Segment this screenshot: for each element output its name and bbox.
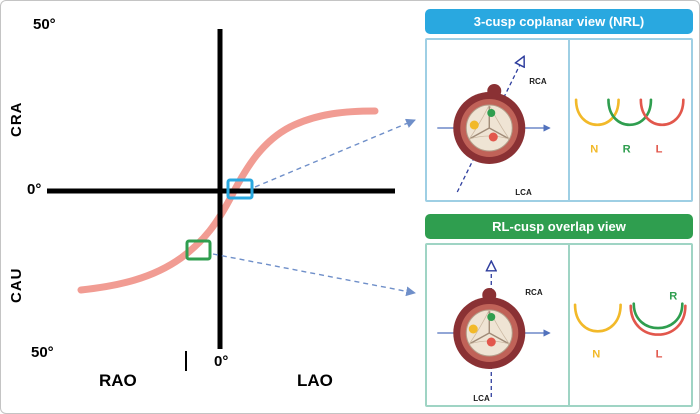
r-cusp-curve — [631, 302, 684, 330]
r-cusp-letter: R — [669, 291, 677, 303]
overlap-panel-body: RCA LCA N R L — [425, 243, 693, 407]
r-cusp-letter: R — [622, 143, 630, 155]
l-cusp-curve — [628, 304, 687, 336]
aortic-valve-illustration-coplanar: RCA LCA — [437, 40, 551, 197]
rca-label: RCA — [529, 77, 547, 86]
cusp-curves-overlap: N R L — [573, 291, 687, 360]
coplanar-view-marker — [226, 178, 254, 200]
tilted-view-axis-dashed-arrow — [456, 58, 523, 193]
aortic-root — [453, 84, 526, 164]
connector-to-overlap-panel — [212, 253, 416, 297]
r-cusp-dot — [487, 313, 496, 321]
n-cusp-curve — [574, 98, 620, 126]
coplanar-panel-title: 3-cusp coplanar view (NRL) — [425, 9, 693, 34]
overlap-view-marker — [185, 239, 212, 261]
n-cusp-dot — [469, 120, 479, 130]
l-cusp-letter: L — [655, 348, 662, 360]
r-cusp-curve — [606, 98, 652, 126]
l-cusp-curve — [639, 98, 685, 126]
l-cusp-letter: L — [655, 143, 662, 155]
view-panels: 3-cusp coplanar view (NRL) — [425, 9, 693, 407]
l-cusp-dot — [486, 337, 496, 347]
x-axis-zero-label: 0° — [214, 353, 229, 370]
n-cusp-dot — [468, 324, 478, 334]
lca-label: LCA — [473, 394, 490, 403]
y-axis-top-value: 50° — [33, 16, 56, 33]
overlap-valve-cell: RCA LCA — [427, 245, 570, 405]
rca-label: RCA — [525, 288, 543, 297]
cusp-curves-coplanar: N R L — [574, 98, 685, 155]
y-axis-zero-label: 0° — [27, 181, 42, 198]
connector-to-coplanar-panel — [254, 118, 416, 188]
aortic-valve-illustration-overlap: RCA LCA — [437, 245, 551, 403]
aortic-root — [453, 288, 526, 369]
n-cusp-letter: N — [592, 348, 600, 360]
sigmoid-angle-curve — [77, 107, 379, 294]
overlap-curves-cell: N R L — [570, 245, 691, 405]
x-axis-lao-label: LAO — [297, 371, 333, 390]
n-cusp-curve — [573, 303, 622, 333]
y-axis-cranial-label: CRA — [8, 101, 25, 138]
chart-canvas — [47, 29, 416, 371]
coplanar-panel-body: RCA LCA N R L — [425, 38, 693, 202]
overlap-panel-title: RL-cusp overlap view — [425, 214, 693, 239]
r-cusp-dot — [487, 109, 496, 117]
n-cusp-letter: N — [590, 143, 598, 155]
panel-overlap-view: RL-cusp overlap view — [425, 214, 693, 407]
lca-label: LCA — [515, 188, 532, 197]
projection-angle-chart: 50° CRA 0° CAU 50° RAO 0° LAO — [1, 1, 421, 413]
l-cusp-dot — [488, 132, 498, 142]
coplanar-curves-cell: N R L — [570, 40, 691, 200]
coplanar-valve-cell: RCA LCA — [427, 40, 570, 200]
panel-coplanar-view: 3-cusp coplanar view (NRL) — [425, 9, 693, 202]
x-axis-rao-label: RAO — [99, 371, 137, 390]
y-axis-bottom-value: 50° — [31, 344, 54, 361]
y-axis-caudal-label: CAU — [8, 267, 25, 304]
